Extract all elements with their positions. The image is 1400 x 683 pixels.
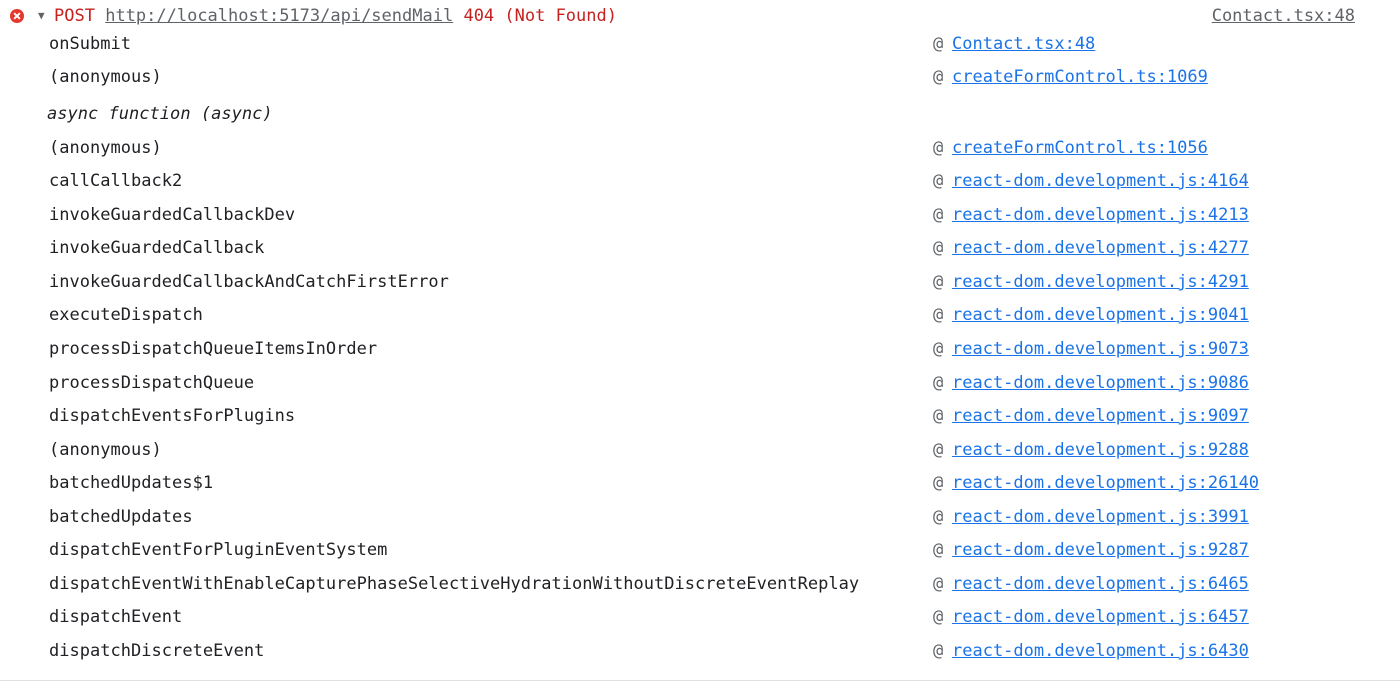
at-symbol: @ xyxy=(933,67,944,87)
stack-frame: executeDispatch @ react-dom.development.js… xyxy=(0,302,1400,328)
function-name: dispatchEventForPluginEventSystem xyxy=(49,540,388,560)
function-name: executeDispatch xyxy=(49,305,203,325)
source-location-link[interactable]: react-dom.development.js:9073 xyxy=(952,339,1249,359)
stack-frame: (anonymous) @ react-dom.development.js:928… xyxy=(0,437,1400,463)
function-name: processDispatchQueueItemsInOrder xyxy=(49,339,378,359)
function-name: (anonymous) xyxy=(49,440,162,460)
request-url-link[interactable]: http://localhost:5173/api/sendMail xyxy=(105,6,454,26)
stack-frame: (anonymous) @ createFormControl.ts:1069 xyxy=(0,64,1400,90)
function-name: processDispatchQueue xyxy=(49,373,255,393)
source-location-link[interactable]: Contact.tsx:48 xyxy=(952,34,1096,54)
function-name: dispatchEventsForPlugins xyxy=(49,406,296,426)
stack-frame: onSubmit @ Contact.tsx:48 xyxy=(0,31,1400,57)
function-name: dispatchEvent xyxy=(49,607,183,627)
source-location-link[interactable]: react-dom.development.js:4291 xyxy=(952,272,1249,292)
response-status: 404 (Not Found) xyxy=(463,6,617,26)
source-location-link[interactable]: createFormControl.ts:1069 xyxy=(952,67,1208,87)
stack-frame: dispatchEventsForPlugins @ react-dom.devel… xyxy=(0,403,1400,429)
at-symbol: @ xyxy=(933,473,944,493)
source-location-link[interactable]: createFormControl.ts:1056 xyxy=(952,138,1208,158)
stack-frame: processDispatchQueue @ react-dom.developme… xyxy=(0,370,1400,396)
at-symbol: @ xyxy=(933,574,944,594)
stack-frame: dispatchEventWithEnableCapturePhaseSelec… xyxy=(0,571,1400,597)
at-symbol: @ xyxy=(933,138,944,158)
function-name: (anonymous) xyxy=(49,67,162,87)
source-location-link[interactable]: react-dom.development.js:6457 xyxy=(952,607,1249,627)
function-name: onSubmit xyxy=(49,34,132,54)
at-symbol: @ xyxy=(933,607,944,627)
at-symbol: @ xyxy=(933,272,944,292)
stack-frame: invokeGuardedCallbackAndCatchFirstError @… xyxy=(0,269,1400,295)
at-symbol: @ xyxy=(933,440,944,460)
at-symbol: @ xyxy=(933,238,944,258)
source-location-link[interactable]: react-dom.development.js:6430 xyxy=(952,641,1249,661)
stack-frame: (anonymous) @ createFormControl.ts:1056 xyxy=(0,135,1400,161)
source-location-link[interactable]: react-dom.development.js:3991 xyxy=(952,507,1249,527)
source-location-link[interactable]: react-dom.development.js:9288 xyxy=(952,440,1249,460)
source-location-link[interactable]: react-dom.development.js:4164 xyxy=(952,171,1249,191)
source-location-link[interactable]: react-dom.development.js:9097 xyxy=(952,406,1249,426)
source-location-link[interactable]: react-dom.development.js:9086 xyxy=(952,373,1249,393)
request-method: POST xyxy=(54,6,95,26)
stack-frame: dispatchEvent @ react-dom.development.js:6… xyxy=(0,604,1400,630)
stack-frame: async function (async) xyxy=(0,101,1400,127)
stack-frame: dispatchEventForPluginEventSystem @ react-… xyxy=(0,537,1400,563)
stack-frame: processDispatchQueueItemsInOrder @ react-d… xyxy=(0,336,1400,362)
function-name: dispatchEventWithEnableCapturePhaseSelec… xyxy=(49,574,860,594)
function-name: dispatchDiscreteEvent xyxy=(49,641,265,661)
at-symbol: @ xyxy=(933,305,944,325)
stack-frame: batchedUpdates @ react-dom.development.js:… xyxy=(0,504,1400,530)
error-icon xyxy=(10,9,24,23)
triangle-down-icon[interactable]: ▼ xyxy=(38,9,45,22)
error-message-row[interactable]: ▼ POST http://localhost:5173/api/sendMai… xyxy=(0,4,1400,28)
stack-frame: callCallback2 @ react-dom.development.js:4… xyxy=(0,168,1400,194)
at-symbol: @ xyxy=(933,205,944,225)
at-symbol: @ xyxy=(933,373,944,393)
source-location-link[interactable]: react-dom.development.js:6465 xyxy=(952,574,1249,594)
function-name: batchedUpdates xyxy=(49,507,193,527)
source-location-link[interactable]: react-dom.development.js:9041 xyxy=(952,305,1249,325)
at-symbol: @ xyxy=(933,540,944,560)
at-symbol: @ xyxy=(933,406,944,426)
function-name: invokeGuardedCallbackDev xyxy=(49,205,296,225)
error-message: POST http://localhost:5173/api/sendMail … xyxy=(54,4,617,28)
function-name: callCallback2 xyxy=(49,171,183,191)
stack-frame: invokeGuardedCallbackDev @ react-dom.devel… xyxy=(0,202,1400,228)
at-symbol: @ xyxy=(933,34,944,54)
at-symbol: @ xyxy=(933,641,944,661)
async-boundary-label: async function (async) xyxy=(47,104,273,124)
source-location-link[interactable]: react-dom.development.js:26140 xyxy=(952,473,1260,493)
at-symbol: @ xyxy=(933,507,944,527)
at-symbol: @ xyxy=(933,339,944,359)
function-name: invokeGuardedCallbackAndCatchFirstError xyxy=(49,272,449,292)
stack-frame: batchedUpdates$1 @ react-dom.development.j… xyxy=(0,470,1400,496)
function-name: batchedUpdates$1 xyxy=(49,473,214,493)
at-symbol: @ xyxy=(933,171,944,191)
source-location-link[interactable]: react-dom.development.js:4213 xyxy=(952,205,1249,225)
function-name: (anonymous) xyxy=(49,138,162,158)
stack-frame: invokeGuardedCallback @ react-dom.developm… xyxy=(0,235,1400,261)
source-location-link[interactable]: react-dom.development.js:4277 xyxy=(952,238,1249,258)
stack-frame: dispatchDiscreteEvent @ react-dom.developm… xyxy=(0,638,1400,664)
message-source-link[interactable]: Contact.tsx:48 xyxy=(1211,6,1355,26)
function-name: invokeGuardedCallback xyxy=(49,238,265,258)
source-location-link[interactable]: react-dom.development.js:9287 xyxy=(952,540,1249,560)
